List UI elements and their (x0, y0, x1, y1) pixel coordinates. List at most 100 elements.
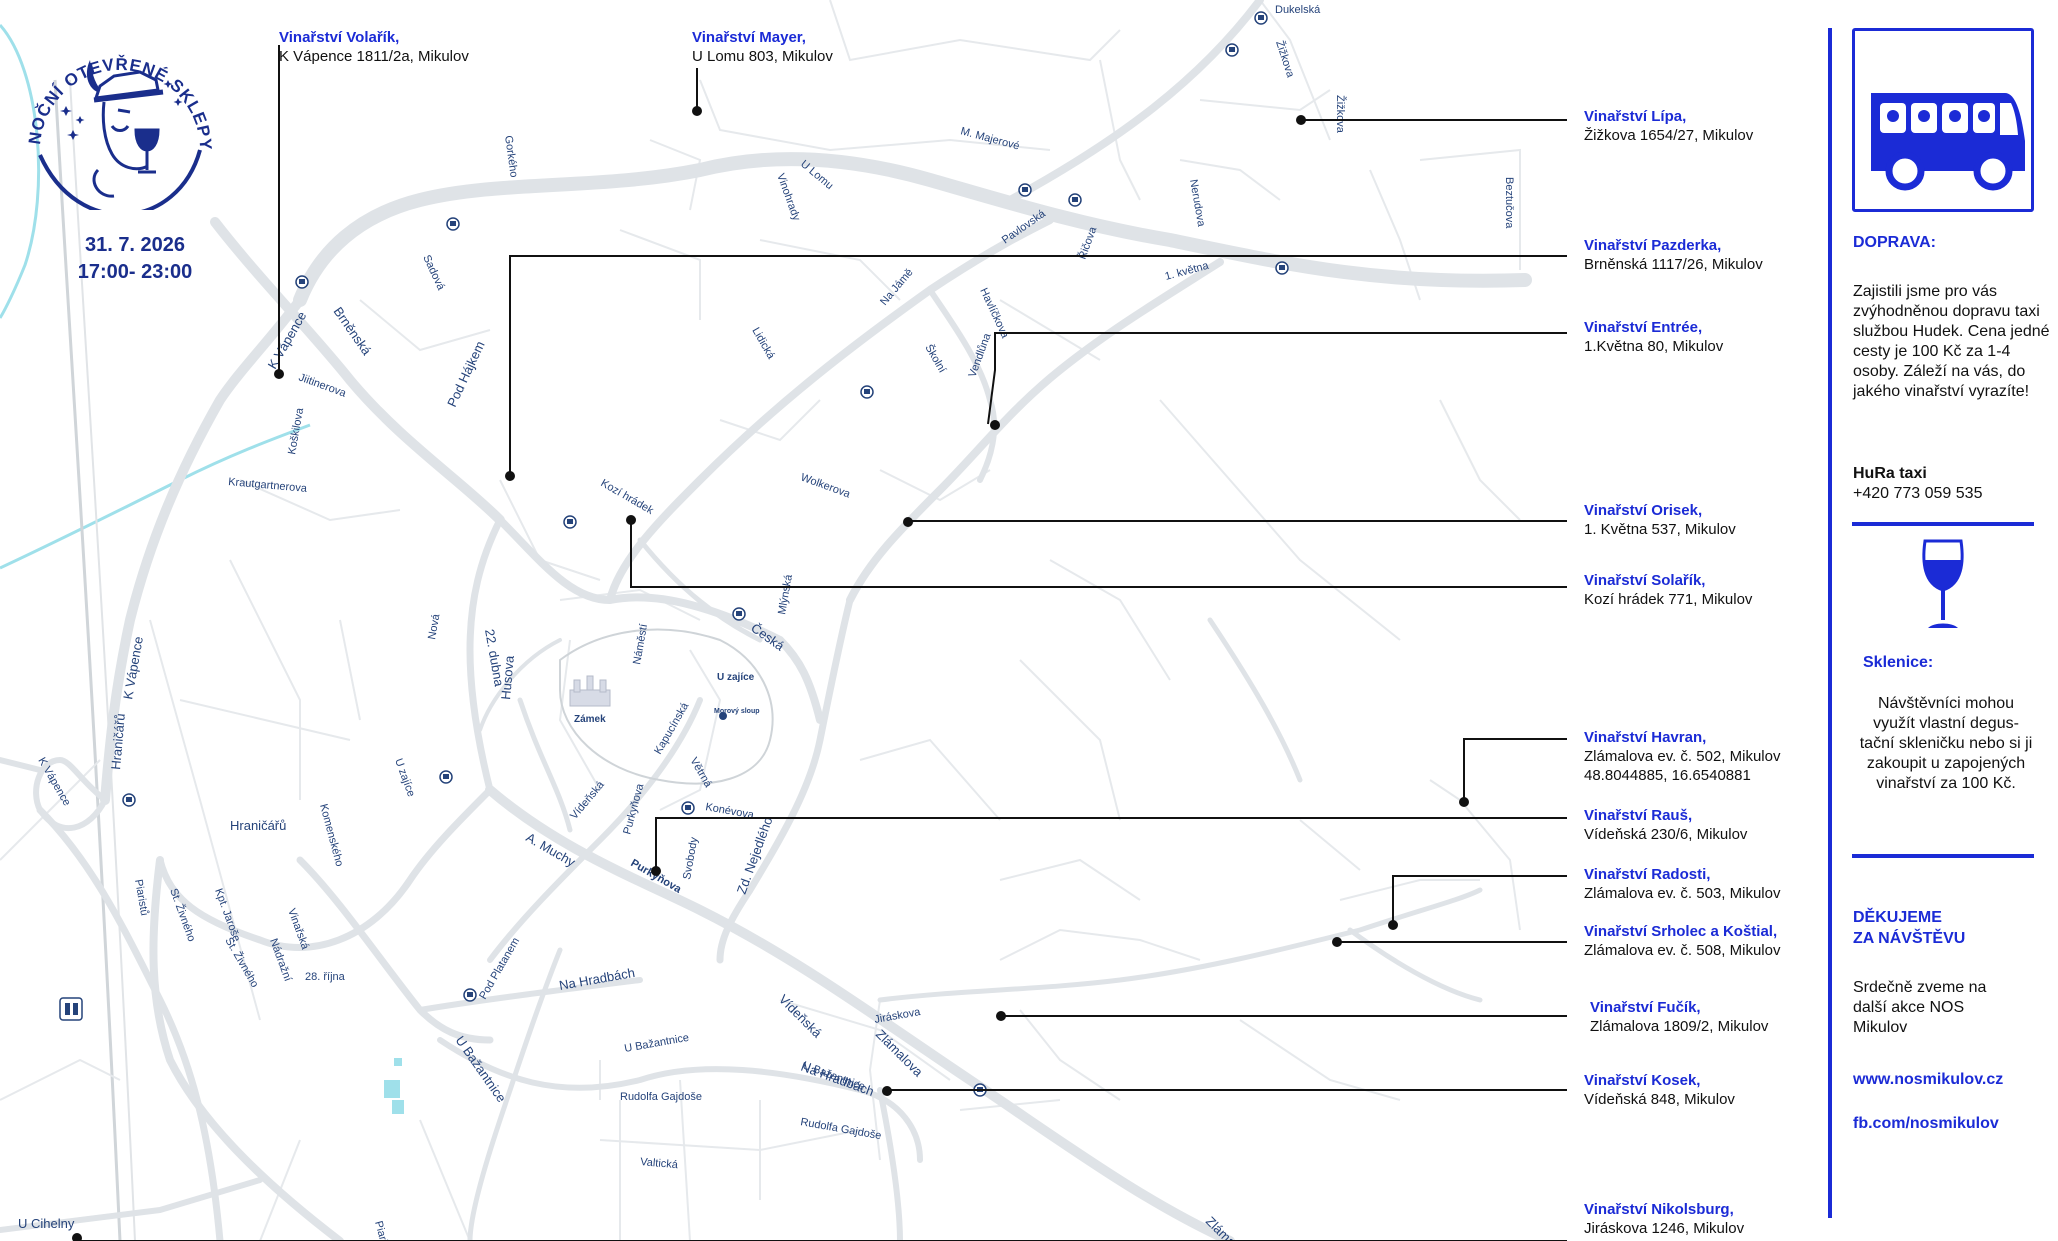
winery-marker (882, 1086, 892, 1096)
winery-label: Vinařství Lípa, Žižkova 1654/27, Mikulov (1584, 107, 1753, 145)
event-date: 31. 7. 2026 (84, 234, 186, 256)
street-label: Jiráskova (873, 1006, 922, 1026)
bus-stop-icon (463, 988, 477, 1002)
street-label: 28. října (305, 971, 346, 983)
winery-address: Zlámalova ev. č. 502, Mikulov (1584, 748, 1781, 765)
winery-address: 1. Května 537, Mikulov (1584, 521, 1736, 538)
street-label: Žižkova (1273, 39, 1297, 80)
street-label: Brněnská (331, 304, 375, 358)
street-label: St. Živného (222, 935, 261, 990)
winery-marker (1332, 937, 1342, 947)
street-labels: Dukelská Žižkova Žižkova Beztučova Nerud… (18, 4, 1515, 1241)
winery-label: Vinařství Mayer, U Lomu 803, Mikulov (692, 28, 833, 66)
winery-label: Vinařství Entrée, 1.Května 80, Mikulov (1584, 318, 1723, 356)
winery-marker (274, 369, 284, 379)
winery-name: Vinařství Radosti, (1584, 866, 1711, 883)
winery-marker (651, 866, 661, 876)
winery-name: Vinařství Nikolsburg, (1584, 1201, 1734, 1218)
minor-streets (0, 0, 1521, 1241)
bus-icon (1871, 93, 2025, 191)
winery-marker (1296, 115, 1306, 125)
winery-label: Vinařství Solařík, Kozí hrádek 771, Miku… (1584, 571, 1752, 609)
street-label: Piaristů (132, 878, 150, 916)
divider (1852, 854, 2034, 858)
winery-name: Vinařství Kosek, (1584, 1072, 1701, 1089)
train-station-icon (59, 997, 83, 1021)
event-logo: NOČNÍ OTEVŘENÉ SKLEPY MIKULOV (10, 5, 218, 217)
street-label: St. Živného (167, 887, 198, 944)
street-label: Mlýnská (776, 573, 795, 616)
winery-label: Vinařství Radosti, Zlámalova ev. č. 503,… (1584, 865, 1780, 903)
transport-title: DOPRAVA: (1853, 234, 1936, 251)
winery-name: Vinařství Orisek, (1584, 502, 1703, 519)
winery-name: Vinařství Pazderka, (1584, 237, 1722, 254)
bus-stops (122, 11, 1289, 1097)
street-label: Vídeňská (568, 778, 607, 822)
winery-address: K Vápence 1811/2a, Mikulov (279, 48, 469, 65)
bus-stop-icon (563, 515, 577, 529)
winery-label: Vinařství Pazderka, Brněnská 1117/26, Mi… (1584, 236, 1763, 274)
winery-address: 1.Května 80, Mikulov (1584, 338, 1724, 355)
winery-address: Jiráskova 1246, Mikulov (1584, 1220, 1745, 1237)
winery-address: Zlámalova ev. č. 503, Mikulov (1584, 885, 1781, 902)
winery-marker (903, 517, 913, 527)
street-label: Hraničářů (108, 713, 128, 770)
street-label: Kozí hrádek (599, 477, 656, 517)
winery-address: Vídeňská 848, Mikulov (1584, 1091, 1735, 1108)
winery-marker (692, 106, 702, 116)
winery-marker (72, 1233, 82, 1241)
major-streets (0, 0, 1532, 1241)
winery-address: Žižkova 1654/27, Mikulov (1584, 127, 1754, 144)
star-icons (60, 80, 183, 140)
bus-stop-icon (681, 801, 695, 815)
website-link[interactable]: www.nosmikulov.cz (1853, 1071, 2004, 1088)
thanks-text: Srdečně zveme na další akce NOS Mikulov (1853, 979, 1987, 1036)
winery-name: Vinařství Solařík, (1584, 572, 1706, 589)
street-label: Husova (498, 654, 517, 700)
street-label: Purkyňova (621, 782, 646, 836)
transport-text: Zajistili jsme pro vás zvýhodněnou dopra… (1853, 283, 2050, 400)
street-label: U zajíce (392, 757, 417, 798)
sidebar-divider (1828, 28, 1832, 1218)
street-label: Pod Hájkem (444, 339, 488, 410)
event-time: 17:00- 23:00 (77, 261, 193, 283)
castle-icon (569, 675, 611, 707)
winery-label: Vinařství Fučík, Zlámalova 1809/2, Mikul… (1590, 998, 1768, 1036)
winery-name: Vinařství Entrée, (1584, 319, 1703, 336)
street-label: Piaristů (372, 1220, 393, 1241)
thanks-title-1: DĚKUJEME (1853, 909, 1942, 926)
bus-stop-icon (1225, 43, 1239, 57)
event-date-time: 31. 7. 2026 17:00- 23:00 (50, 232, 220, 286)
bus-stop-icon (1254, 11, 1268, 25)
street-label: Svobody (681, 836, 700, 881)
street-label: Nerudova (1187, 178, 1207, 228)
winery-label: Vinařství Nikolsburg, Jiráskova 1246, Mi… (1584, 1200, 1744, 1238)
street-label: U Cihelny (18, 1216, 75, 1231)
bus-stop-icon (1068, 193, 1082, 207)
winery-marker (626, 515, 636, 525)
street-label: Dukelská (1275, 4, 1321, 16)
facebook-link[interactable]: fb.com/nosmikulov (1853, 1115, 1999, 1132)
bus-stop-icon (295, 275, 309, 289)
bus-stop-icon (860, 385, 874, 399)
winery-address: Brněnská 1117/26, Mikulov (1584, 256, 1763, 273)
winery-marker (1388, 920, 1398, 930)
street-label: Na Hradbách (558, 965, 636, 993)
taxi-phone[interactable]: +420 773 059 535 (1853, 485, 1983, 502)
winery-address: Zlámalova 1809/2, Mikulov (1590, 1018, 1769, 1035)
street-label: U Bažantnice (453, 1033, 510, 1105)
thanks-title-2: ZA NÁVŠTĚVU (1853, 930, 1966, 947)
street-label: Rudolfa Gajdoše (620, 1091, 702, 1103)
street-label: Kpt. Jaroše (212, 887, 242, 943)
winery-address: Zlámalova ev. č. 508, Mikulov (1584, 942, 1781, 959)
stream-north (0, 24, 41, 319)
street-label: Wolkerova (799, 472, 853, 501)
bus-stop-icon (122, 793, 136, 807)
logo-ring (38, 149, 202, 217)
winery-name: Vinařství Rauš, (1584, 807, 1693, 824)
street-label: Vídeňská (776, 992, 825, 1041)
leader-lines (77, 45, 1567, 1241)
taxi-name: HuRa taxi (1853, 465, 1927, 482)
glass-text: Návštěvníci mohou využít vlastní degus-t… (1859, 695, 2033, 792)
